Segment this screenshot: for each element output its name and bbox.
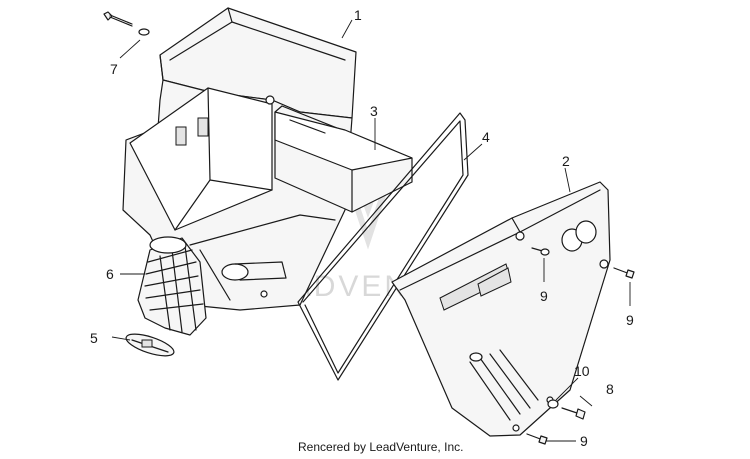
callout-9-c: 9 — [580, 433, 588, 449]
air-filter — [274, 105, 413, 213]
callout-10: 10 — [574, 363, 590, 379]
callout-4: 4 — [482, 129, 490, 145]
cover-plate — [391, 181, 611, 437]
callout-9-a: 9 — [540, 288, 548, 304]
screw-9-a — [531, 247, 550, 256]
callout-8: 8 — [606, 381, 614, 397]
clamp — [125, 333, 175, 357]
callout-6: 6 — [106, 266, 114, 282]
footer-credit: Rencered by LeadVenture, Inc. — [298, 440, 463, 454]
screw-9-c — [526, 433, 548, 445]
airbox-housing — [122, 7, 357, 311]
washer-10 — [547, 399, 559, 409]
screw-8 — [561, 407, 586, 420]
callout-5: 5 — [90, 330, 98, 346]
callout-2: 2 — [562, 153, 570, 169]
callout-9-b: 9 — [626, 312, 634, 328]
screw-9-b — [613, 267, 635, 279]
gasket — [297, 112, 469, 381]
screw-7 — [103, 11, 150, 36]
intake-boot — [137, 236, 207, 336]
callout-7: 7 — [110, 61, 118, 77]
callout-3: 3 — [370, 103, 378, 119]
leader-lines — [111, 19, 631, 442]
callout-1: 1 — [354, 7, 362, 23]
